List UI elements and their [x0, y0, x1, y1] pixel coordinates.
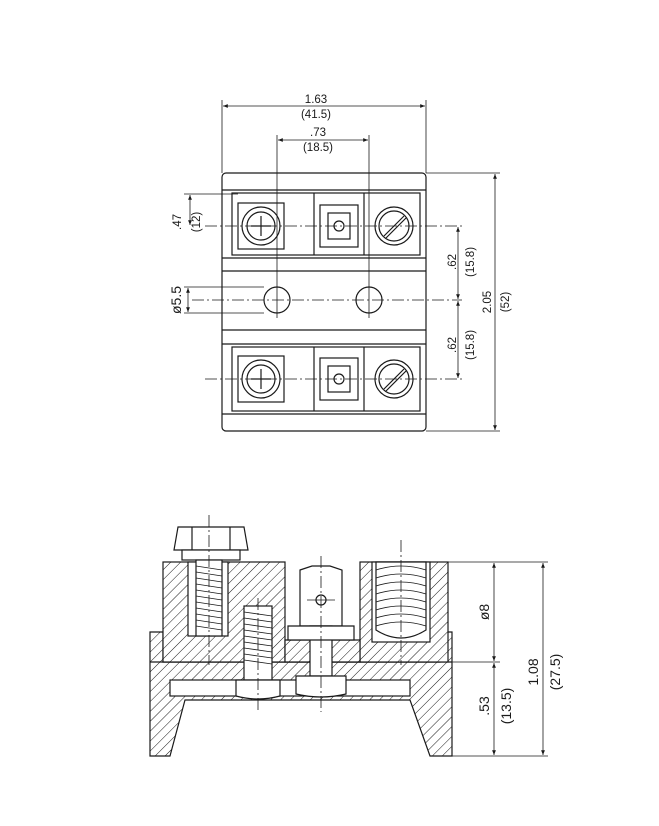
dim-overall-length: 2.05 (52)	[426, 172, 512, 432]
overall-length-inch: 2.05	[482, 291, 494, 313]
dim-hole-spacing: .73 (18.5)	[278, 127, 368, 154]
half-pitch-upper-inch: .62	[447, 254, 459, 270]
terminal-pitch-inch: .47	[172, 214, 184, 230]
base-height-inch: .53	[476, 696, 492, 716]
dim-overall-width: 1.63 (41.5)	[221, 94, 427, 173]
dim-half-pitch-upper: .62 (15.8)	[447, 227, 477, 299]
dim-half-pitch-lower: .62 (15.8)	[447, 301, 477, 378]
overall-width-inch: 1.63	[305, 94, 327, 106]
left-threaded-bolt	[195, 515, 223, 665]
center-lines-top	[192, 135, 462, 380]
base-height-mm: (13.5)	[498, 688, 514, 725]
gate-screw	[235, 598, 281, 712]
mount-hole-dia: ø5.5	[168, 286, 184, 314]
hole-spacing-inch: .73	[310, 127, 326, 139]
terminal-dia: ø8	[476, 604, 492, 621]
dim-mount-hole: ø5.5	[168, 286, 264, 314]
overall-height-inch: 1.08	[525, 658, 541, 685]
dim-terminal-dia: ø8	[448, 561, 500, 663]
dim-terminal-pitch: .47 (12)	[172, 193, 238, 233]
gate-tab-icon	[287, 556, 355, 712]
overall-width-mm: (41.5)	[301, 109, 331, 121]
top-view: 1.63 (41.5) .73 (18.5) .47 (12) ø5.5 .62	[168, 94, 512, 432]
dim-overall-height: 1.08 (27.5)	[500, 561, 563, 757]
terminal-pitch-mm: (12)	[191, 212, 203, 233]
side-view: ø8 .53 (13.5) 1.08 (27.5)	[149, 515, 563, 757]
right-threaded-terminal	[375, 540, 427, 665]
hole-spacing-mm: (18.5)	[303, 142, 333, 154]
half-pitch-lower-mm: (15.8)	[465, 330, 477, 360]
half-pitch-lower-inch: .62	[447, 337, 459, 353]
hex-bolt-icon	[173, 526, 249, 561]
half-pitch-upper-mm: (15.8)	[465, 247, 477, 277]
module-body-top	[221, 172, 427, 432]
overall-height-mm: (27.5)	[547, 654, 563, 691]
dim-base-height: .53 (13.5)	[452, 663, 514, 757]
overall-length-mm: (52)	[500, 292, 512, 313]
